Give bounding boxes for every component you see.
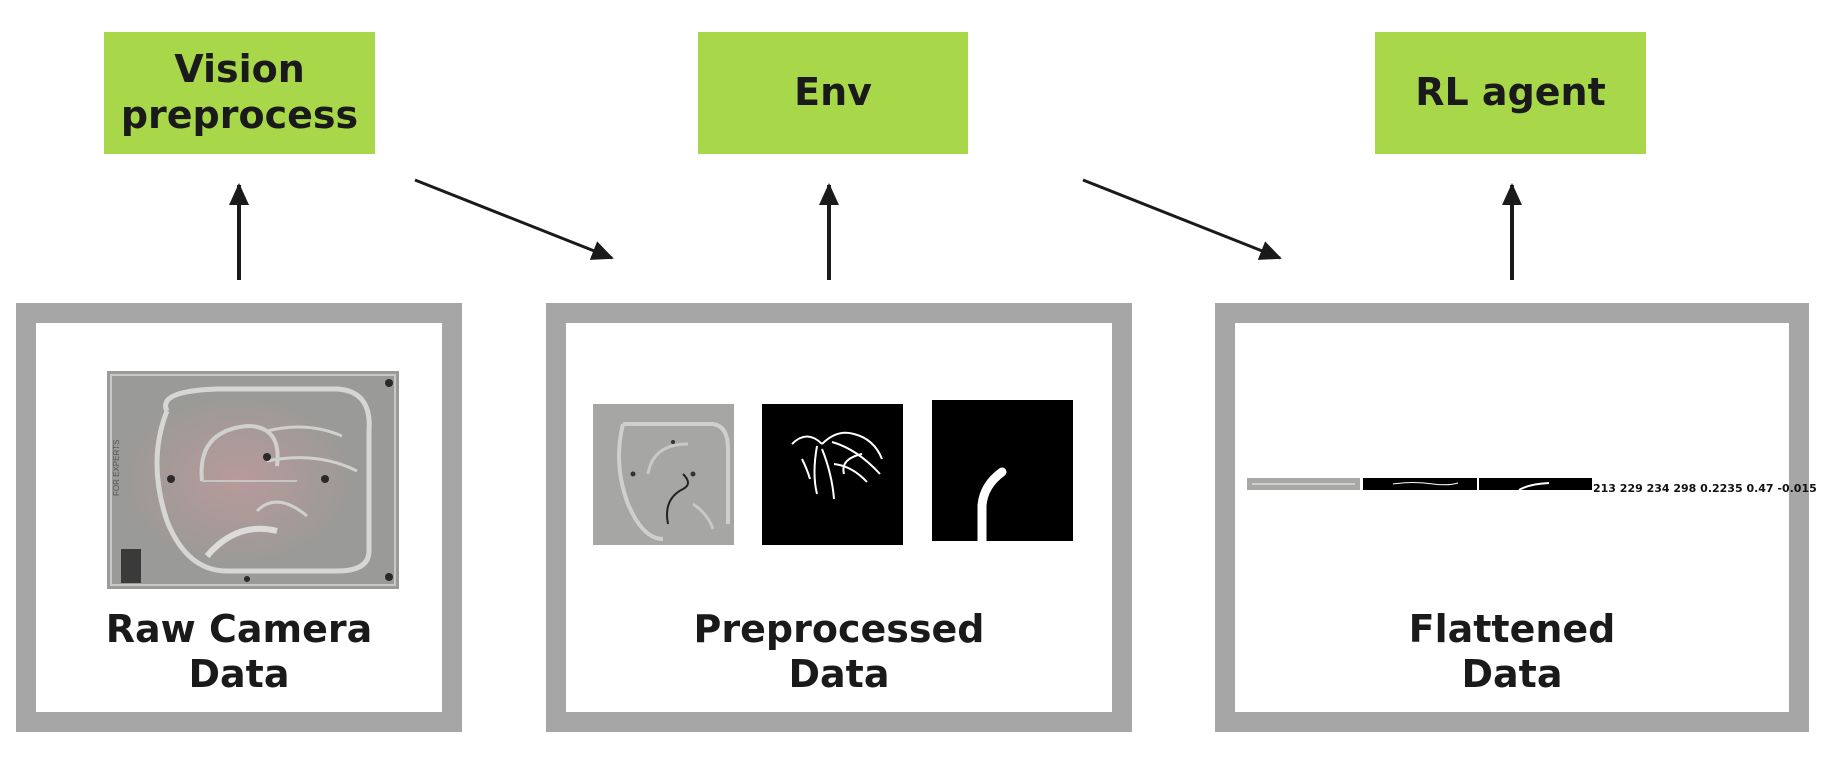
panel-flattened: 213 229 234 298 0.2235 0.47 -0.015 Flatt… [1215, 303, 1817, 732]
flattened-strip-mask [1363, 478, 1477, 490]
panel-preprocessed: Preprocessed Data [546, 303, 1132, 732]
stage-vision-preprocess-label: Vision preprocess [120, 47, 359, 137]
flattened-strip-gray [1247, 478, 1360, 490]
stage-env-label: Env [794, 70, 872, 115]
preprocessed-caption: Preprocessed Data [693, 607, 985, 696]
stage-rl-agent-label: RL agent [1415, 70, 1606, 115]
preprocessed-mask-image [762, 404, 903, 545]
stage-rl-agent: RL agent [1375, 32, 1646, 154]
panel-raw-camera: FOR EXPERTS Raw Camera Data [16, 303, 462, 732]
raw-camera-image: FOR EXPERTS [107, 371, 399, 589]
stage-vision-preprocess: Vision preprocess [104, 32, 375, 154]
flattened-strip-crop [1479, 478, 1592, 490]
flattened-values: 213 229 234 298 0.2235 0.47 -0.015 [1593, 482, 1817, 495]
preprocessed-crop-image [932, 400, 1073, 541]
raw-camera-caption: Raw Camera Data [105, 607, 373, 696]
raw-camera-label: FOR EXPERTS [112, 440, 121, 496]
arrow-vision-to-preprocessed [414, 178, 614, 260]
stage-env: Env [698, 32, 968, 154]
flattened-caption: Flattened Data [1408, 607, 1616, 696]
arrow-env-to-flattened [1082, 178, 1282, 260]
preprocessed-gray-image [593, 404, 734, 545]
